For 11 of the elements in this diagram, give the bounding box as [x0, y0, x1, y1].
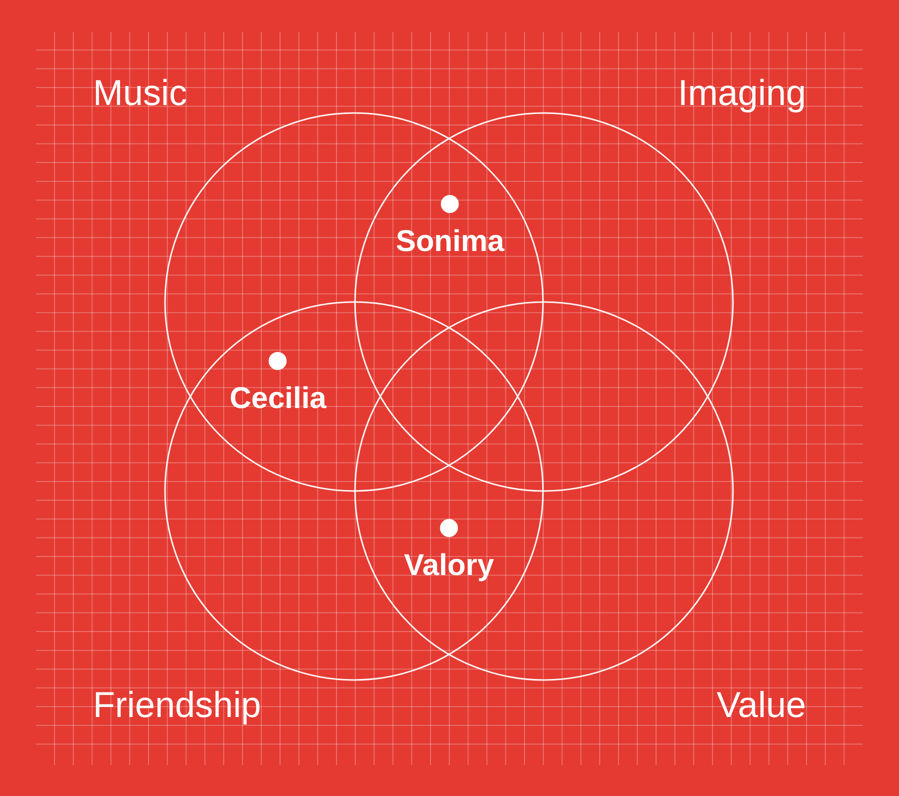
point-label: Sonima [396, 227, 504, 257]
set-circle [164, 301, 544, 681]
set-label: Value [716, 687, 806, 723]
set-label: Imaging [678, 75, 806, 111]
point-label: Valory [404, 551, 494, 581]
point-label: Cecilia [230, 384, 326, 414]
set-circle [354, 112, 734, 492]
set-circle [354, 301, 734, 681]
set-label: Friendship [93, 687, 262, 723]
set-label: Music [93, 75, 188, 111]
set-circle [164, 112, 544, 492]
